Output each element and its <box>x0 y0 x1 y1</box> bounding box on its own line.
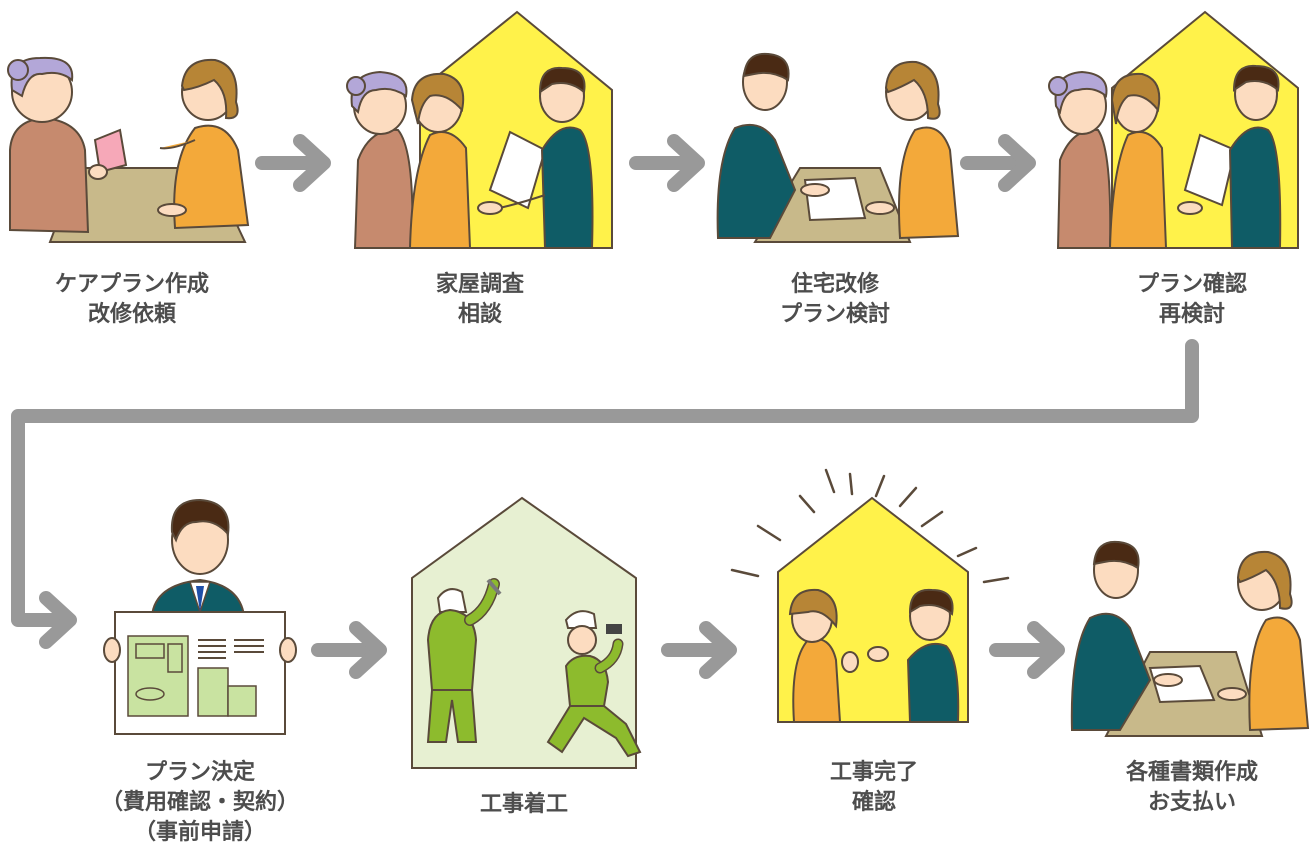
scene-shining-house <box>730 468 1010 723</box>
step-caption-plan-review: 住宅改修 プラン検討 <box>705 270 965 330</box>
caption-line: 再検討 <box>1158 302 1225 327</box>
caption-line: プラン確認 <box>1136 272 1247 297</box>
flow-arrow-1 <box>262 141 324 185</box>
step-caption-completion: 工事完了 確認 <box>744 758 1004 818</box>
flow-arrow-6 <box>668 628 730 672</box>
scene-house-consultation <box>346 10 613 249</box>
caption-line: お支払い <box>1147 790 1236 815</box>
step-caption-construction: 工事着工 <box>394 790 654 820</box>
scene-workers-in-house <box>411 496 642 769</box>
step-caption-payment: 各種書類作成 お支払い <box>1062 758 1316 818</box>
caption-line: 住宅改修 <box>790 272 879 297</box>
caption-line: プラン検討 <box>779 302 890 327</box>
flow-arrow-2 <box>636 141 698 185</box>
caption-line: 工事着工 <box>479 792 568 817</box>
caption-line: 改修依頼 <box>87 302 176 327</box>
step-caption-care-plan: ケアプラン作成 改修依頼 <box>2 270 262 330</box>
caption-line: ケアプラン作成 <box>54 272 209 297</box>
step-caption-plan-confirm: プラン確認 再検討 <box>1062 270 1316 330</box>
scene-plan-discussion <box>716 52 960 243</box>
caption-line: 各種書類作成 <box>1125 760 1258 785</box>
caption-line: 工事完了 <box>829 760 918 785</box>
row-connector-line <box>11 339 1199 627</box>
caption-line: 相談 <box>457 302 502 327</box>
flow-arrow-3 <box>967 141 1029 185</box>
row-connector-arrowhead <box>39 591 77 649</box>
step-caption-inspection: 家屋調査 相談 <box>350 270 610 330</box>
caption-line: （費用確認・契約） <box>100 790 299 815</box>
flow-arrow-7 <box>996 628 1058 672</box>
flow-arrow-5 <box>318 628 380 672</box>
scene-house-confirmation <box>1048 10 1299 249</box>
caption-line: プラン決定 <box>144 760 255 785</box>
step-caption-plan-decision: プラン決定 （費用確認・契約） （事前申請） <box>70 758 330 848</box>
caption-line: 家屋調査 <box>435 272 524 297</box>
scene-care-plan-meeting <box>7 56 250 243</box>
caption-line: 確認 <box>851 790 896 815</box>
scene-man-with-floorplan <box>103 498 297 735</box>
scene-paperwork-at-table <box>1070 540 1310 737</box>
caption-line: （事前申請） <box>133 820 266 845</box>
